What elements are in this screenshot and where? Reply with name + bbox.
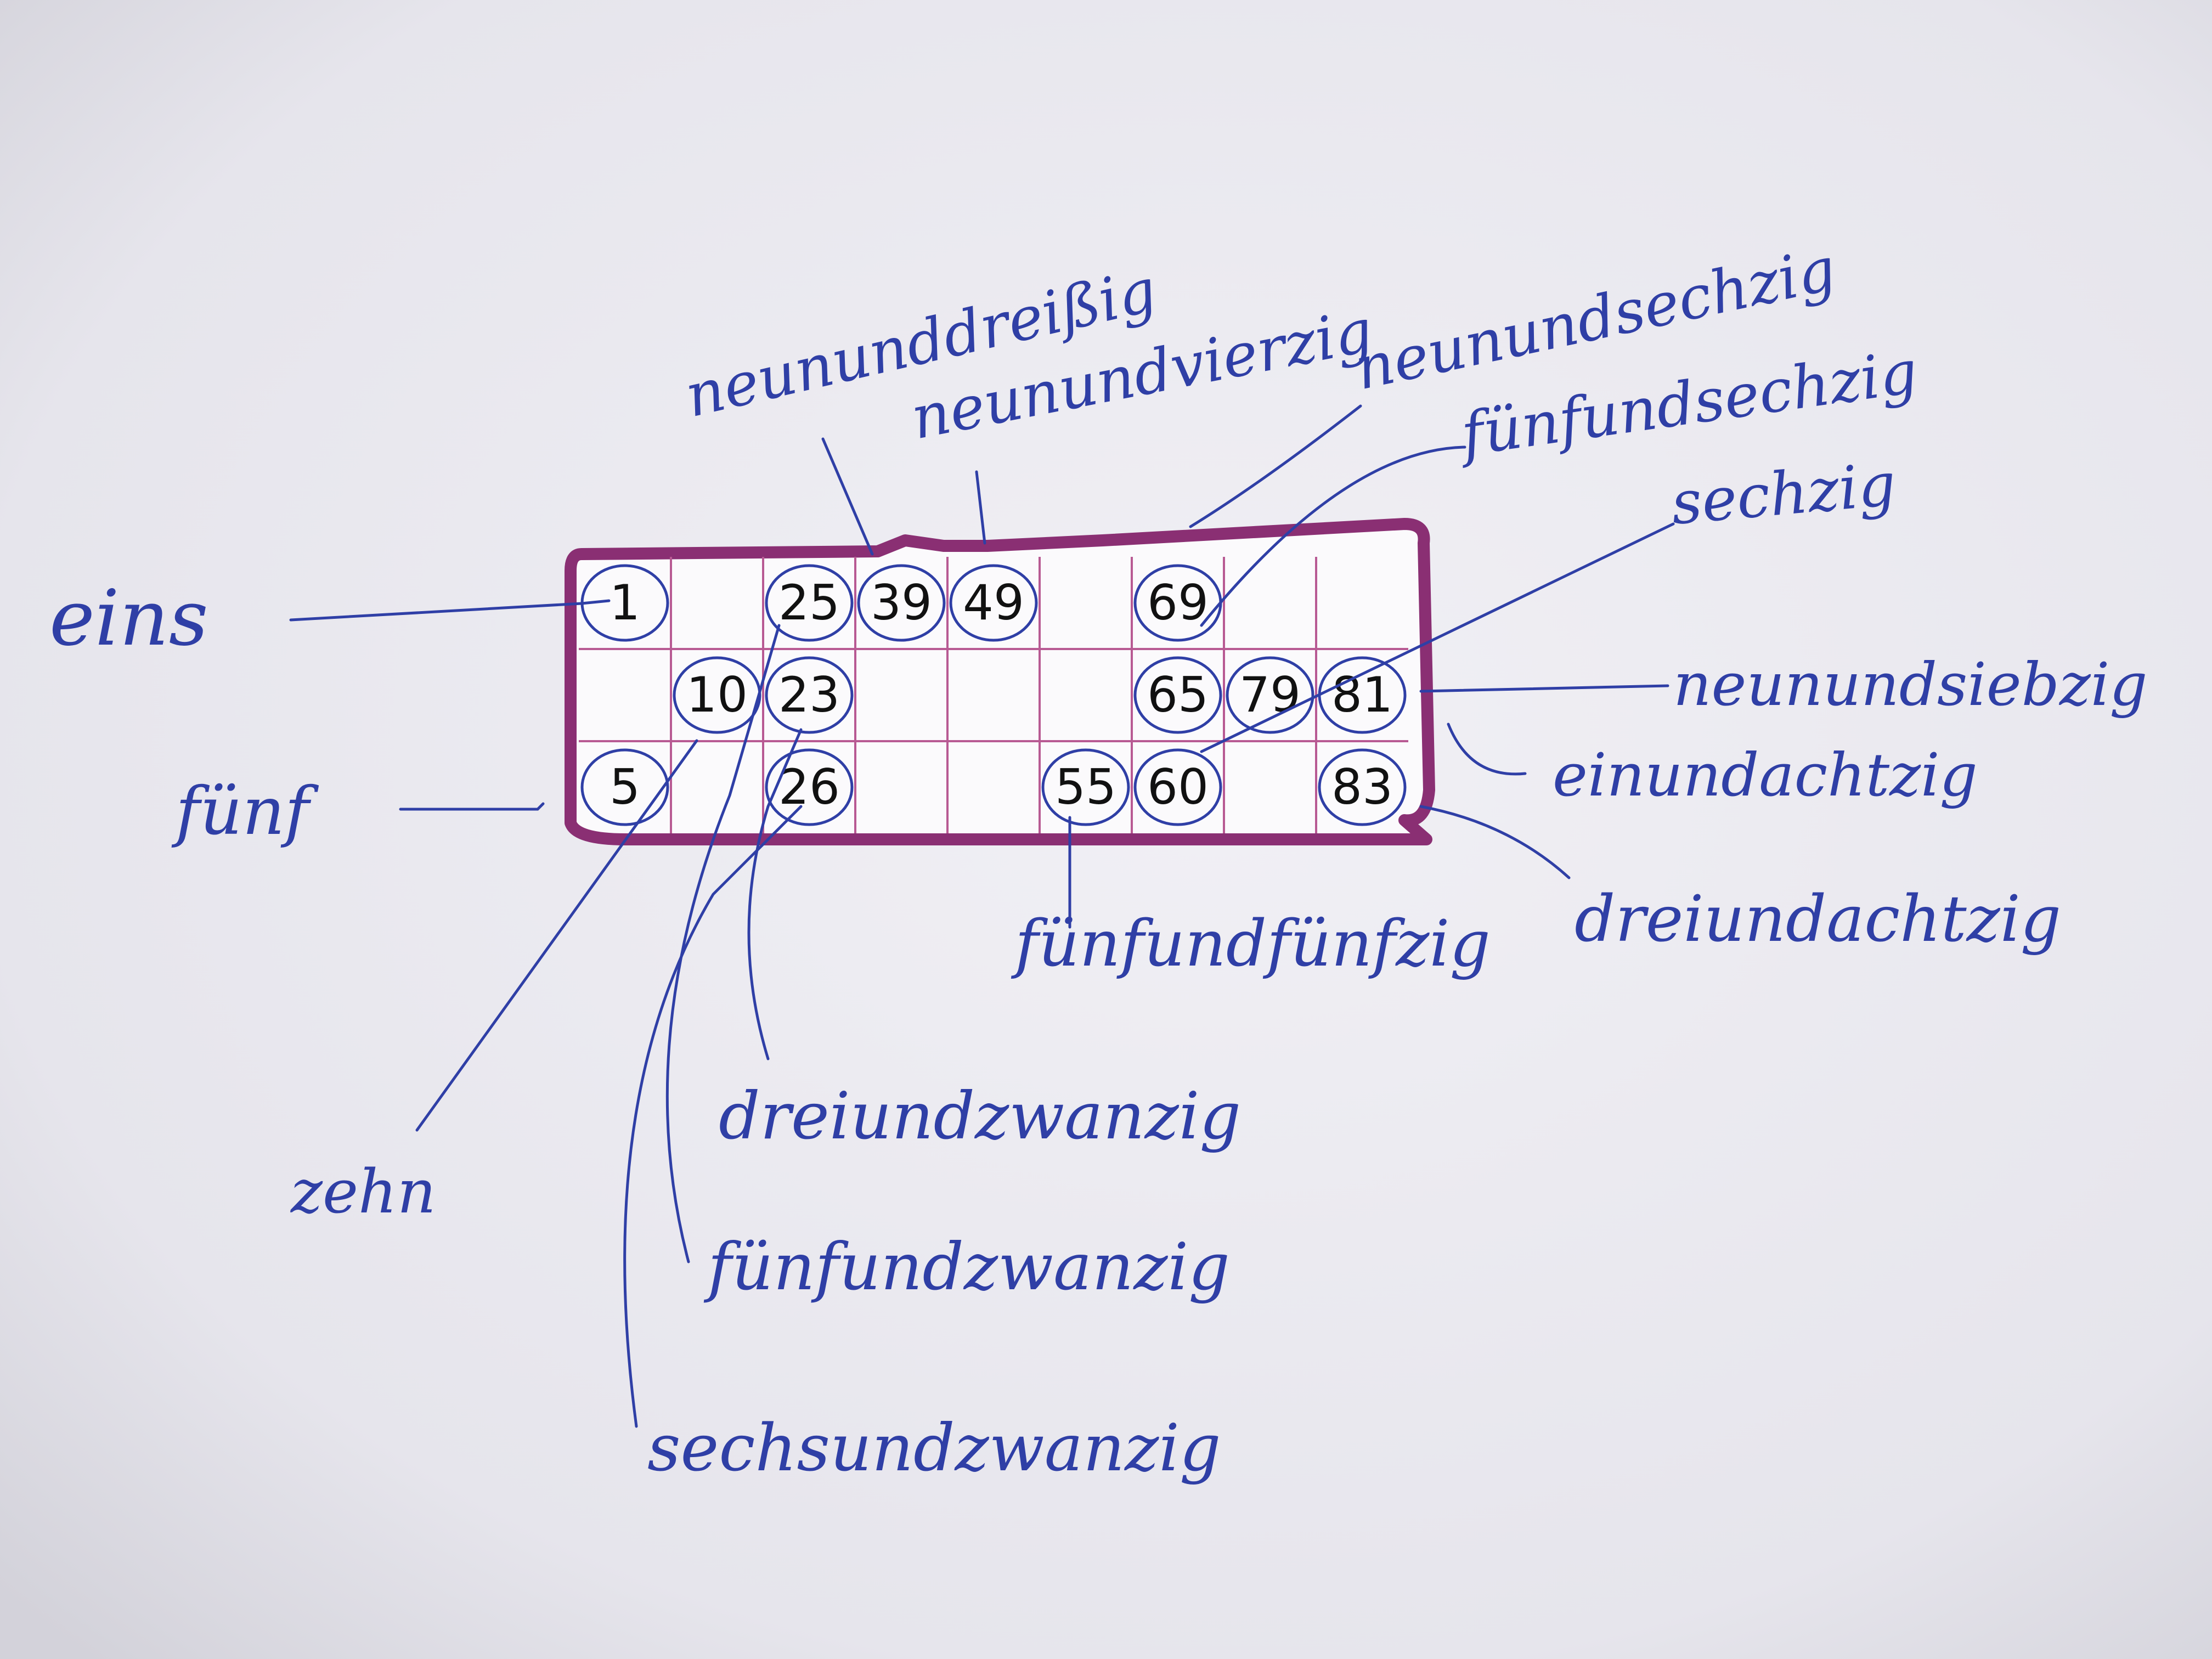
pointer-dreiundachtzig [1419,805,1571,879]
card-number: 79 [1239,667,1301,723]
bingo-card: 1 25 39 49 69 10 23 65 79 81 5 26 55 60 83 [565,518,1435,845]
label-neunundsiebzig: neunundsiebzig [1673,651,2147,719]
number-circle [765,656,854,734]
number-circle [1133,748,1222,826]
number-circle [1226,656,1314,734]
card-number: 81 [1331,667,1393,723]
pointer-neunundvierzig [975,470,986,545]
pointer-fuenf [399,802,545,811]
label-eins: eins [49,574,208,663]
card-number: 39 [871,574,932,631]
pointer-eins [289,599,611,622]
card-number: 65 [1147,667,1209,723]
card-number: 69 [1147,574,1209,631]
number-circle [765,748,854,826]
pointer-sechzig [1200,522,1675,753]
card-number: 60 [1147,759,1209,815]
label-zehn: zehn [290,1156,436,1227]
pointer-fuenfundzwanzig [665,624,781,1263]
number-circle [1133,656,1222,734]
number-circle [1041,748,1130,826]
number-circle [949,564,1038,642]
card-number: 49 [963,574,1024,631]
pointer-dreiundzwanzig [747,728,803,1060]
card-grid [579,557,1408,833]
card-number: 5 [610,759,640,815]
pointer-einundachtzig [1447,723,1527,776]
number-circle [1318,748,1407,826]
pointer-sechsundzwanzig [623,805,803,1428]
pointer-neunundsiebzig [1419,684,1669,693]
card-number: 26 [778,759,840,815]
label-einundachtzig: einundachtzig [1553,741,1978,810]
pointer-fuenfundsechzig [1200,445,1466,627]
number-circle [580,748,669,826]
number-circle [765,564,854,642]
label-fuenfundfuenfzig: fünfundfünfzig [1011,907,1491,981]
card-outline [565,518,1435,845]
pointer-lines [289,404,1675,1428]
card-number: 10 [686,667,748,723]
number-circle [857,564,946,642]
card-number: 1 [610,574,640,631]
card-number: 83 [1331,759,1393,815]
label-fuenf: fünf [171,774,319,850]
card-number: 23 [778,667,840,723]
pointer-neununddreissig [821,437,874,556]
label-sechsundzwanzig: sechsundzwanzig [647,1410,1221,1486]
card-number: 55 [1055,759,1116,815]
label-dreiundzwanzig: dreiundzwanzig [719,1078,1241,1154]
label-dreiundachtzig: dreiundachtzig [1575,882,2061,956]
card-number: 25 [778,574,840,631]
label-fuenfundzwanzig: fünfundzwanzig [703,1229,1230,1305]
pointer-zehn [415,739,698,1132]
pointer-neunundsechzig [1189,404,1362,528]
